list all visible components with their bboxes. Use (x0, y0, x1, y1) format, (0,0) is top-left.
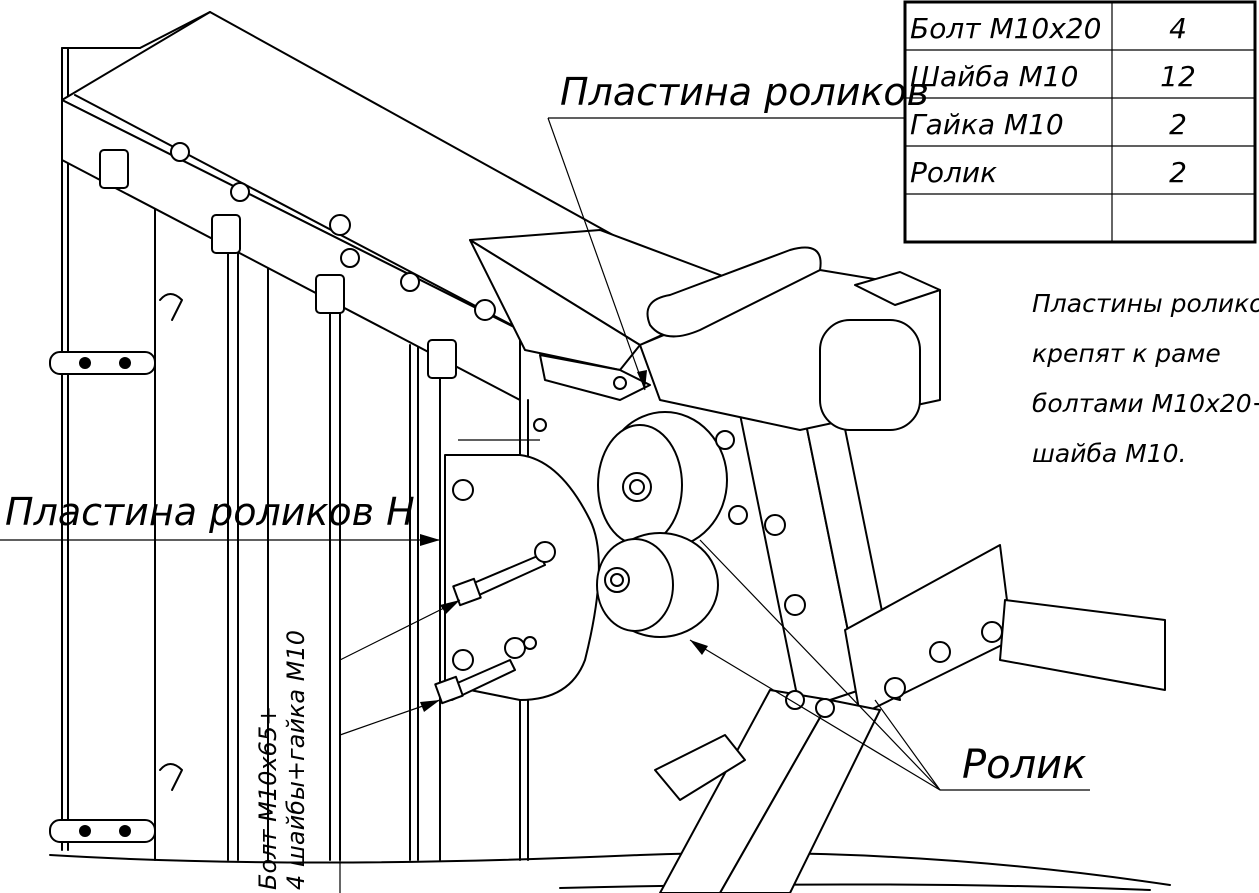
callout-roller: Ролик (962, 742, 1086, 788)
roller-plate (539, 354, 651, 401)
table-row-4-name: Ролик (910, 156, 997, 189)
roller-upper (597, 411, 728, 549)
table-row-2-qty: 12 (1160, 60, 1196, 93)
callout-roller-plate: Пластина роликов (560, 70, 929, 114)
table-row-2-name: Шайба М10 (910, 60, 1078, 93)
note-line-2: крепят к раме (1032, 339, 1221, 368)
bolt-note-line1: Болт М10х65+ (254, 706, 282, 890)
note-line-1: Пластины роликов (1032, 289, 1259, 318)
note-line-4: шайба М10. (1032, 439, 1186, 468)
table-row-1-qty: 4 (1169, 12, 1187, 45)
roller-lower (596, 532, 719, 638)
roller-plate-h (444, 418, 600, 701)
bolt-note: Болт М10х65+ 4 шайбы+гайка М10 (254, 630, 310, 890)
assembly-note: Пластины роликов крепят к раме болтами М… (1032, 289, 1259, 468)
parts-table: Болт М10х20 4 Шайба М10 12 Гайка М10 2 Р… (903, 0, 1257, 244)
leader-lines (0, 117, 1090, 893)
bolt-note-line2: 4 шайбы+гайка М10 (282, 630, 310, 890)
table-row-3-qty: 2 (1169, 108, 1187, 141)
callout-roller-plate-h: Пластина роликов Н (5, 490, 415, 534)
table-row-1-name: Болт М10х20 (910, 12, 1101, 45)
table-row-4-qty: 2 (1169, 156, 1187, 189)
note-line-3: болтами М10х20+ (1032, 389, 1259, 418)
bolt-m10x65 (434, 541, 556, 705)
table-row-3-name: Гайка М10 (910, 108, 1064, 141)
